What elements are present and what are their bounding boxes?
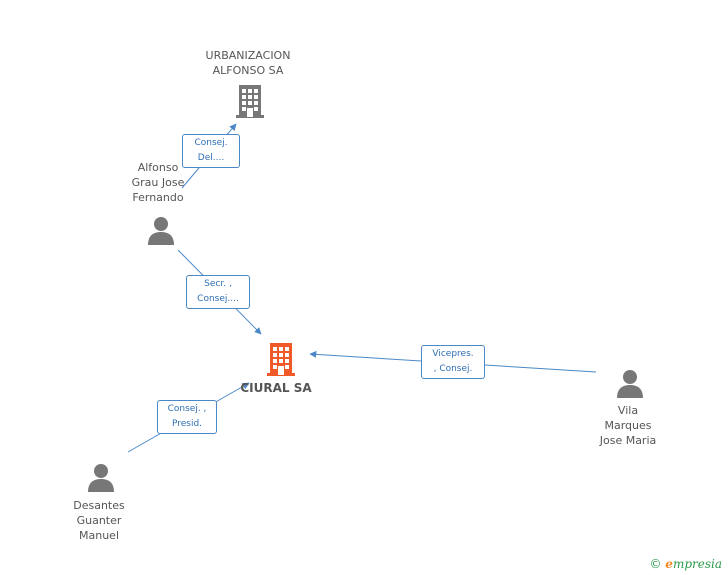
person-icon[interactable]: [86, 462, 116, 492]
edge-label-alfonso-urbanizacion[interactable]: Consej. Del....: [182, 134, 240, 168]
edge-label-line: Consej. ,: [167, 404, 207, 414]
copyright-symbol: ©: [649, 557, 662, 571]
building-icon[interactable]: [265, 341, 297, 377]
brand-logo: empresia: [665, 557, 722, 571]
person-label-line: Fernando: [132, 191, 184, 204]
edge-label-line: Vicepres.: [432, 349, 474, 359]
person-label-desantes[interactable]: Desantes Guanter Manuel: [59, 498, 139, 543]
company-label-line: CIURAL SA: [240, 381, 312, 395]
person-icon[interactable]: [146, 215, 176, 245]
edge-label-desantes-ciural[interactable]: Consej. , Presid.: [157, 400, 217, 434]
person-label-line: Alfonso: [137, 161, 179, 174]
edge-label-alfonso-ciural[interactable]: Secr. , Consej....: [186, 275, 250, 309]
edge-label-line: Secr. ,: [204, 279, 232, 289]
company-label-line: ALFONSO SA: [212, 64, 284, 77]
edge-label-line: Consej....: [197, 294, 239, 304]
person-label-line: Grau Jose: [131, 176, 185, 189]
person-label-line: Manuel: [79, 529, 119, 542]
person-icon[interactable]: [615, 368, 645, 398]
edge-label-line: , Consej.: [433, 364, 473, 374]
person-label-line: Vila: [617, 404, 639, 417]
edge-label-line: Consej.: [194, 138, 228, 148]
building-icon[interactable]: [234, 83, 266, 119]
company-label-urbanizacion[interactable]: URBANIZACION ALFONSO SA: [190, 48, 306, 78]
person-label-line: Jose Maria: [599, 434, 657, 447]
company-label-ciural[interactable]: CIURAL SA: [236, 381, 316, 396]
person-label-alfonso[interactable]: Alfonso Grau Jose Fernando: [118, 160, 198, 205]
edge-label-vila-ciural[interactable]: Vicepres. , Consej.: [421, 345, 485, 379]
person-label-line: Desantes: [73, 499, 125, 512]
person-label-line: Guanter: [76, 514, 122, 527]
empresia-watermark: © empresia: [649, 557, 722, 571]
person-label-vila[interactable]: Vila Marques Jose Maria: [583, 403, 673, 448]
edge-label-line: Presid.: [171, 419, 203, 429]
company-label-line: URBANIZACION: [205, 49, 291, 62]
person-label-line: Marques: [604, 419, 652, 432]
edge-label-line: Del....: [197, 153, 225, 163]
